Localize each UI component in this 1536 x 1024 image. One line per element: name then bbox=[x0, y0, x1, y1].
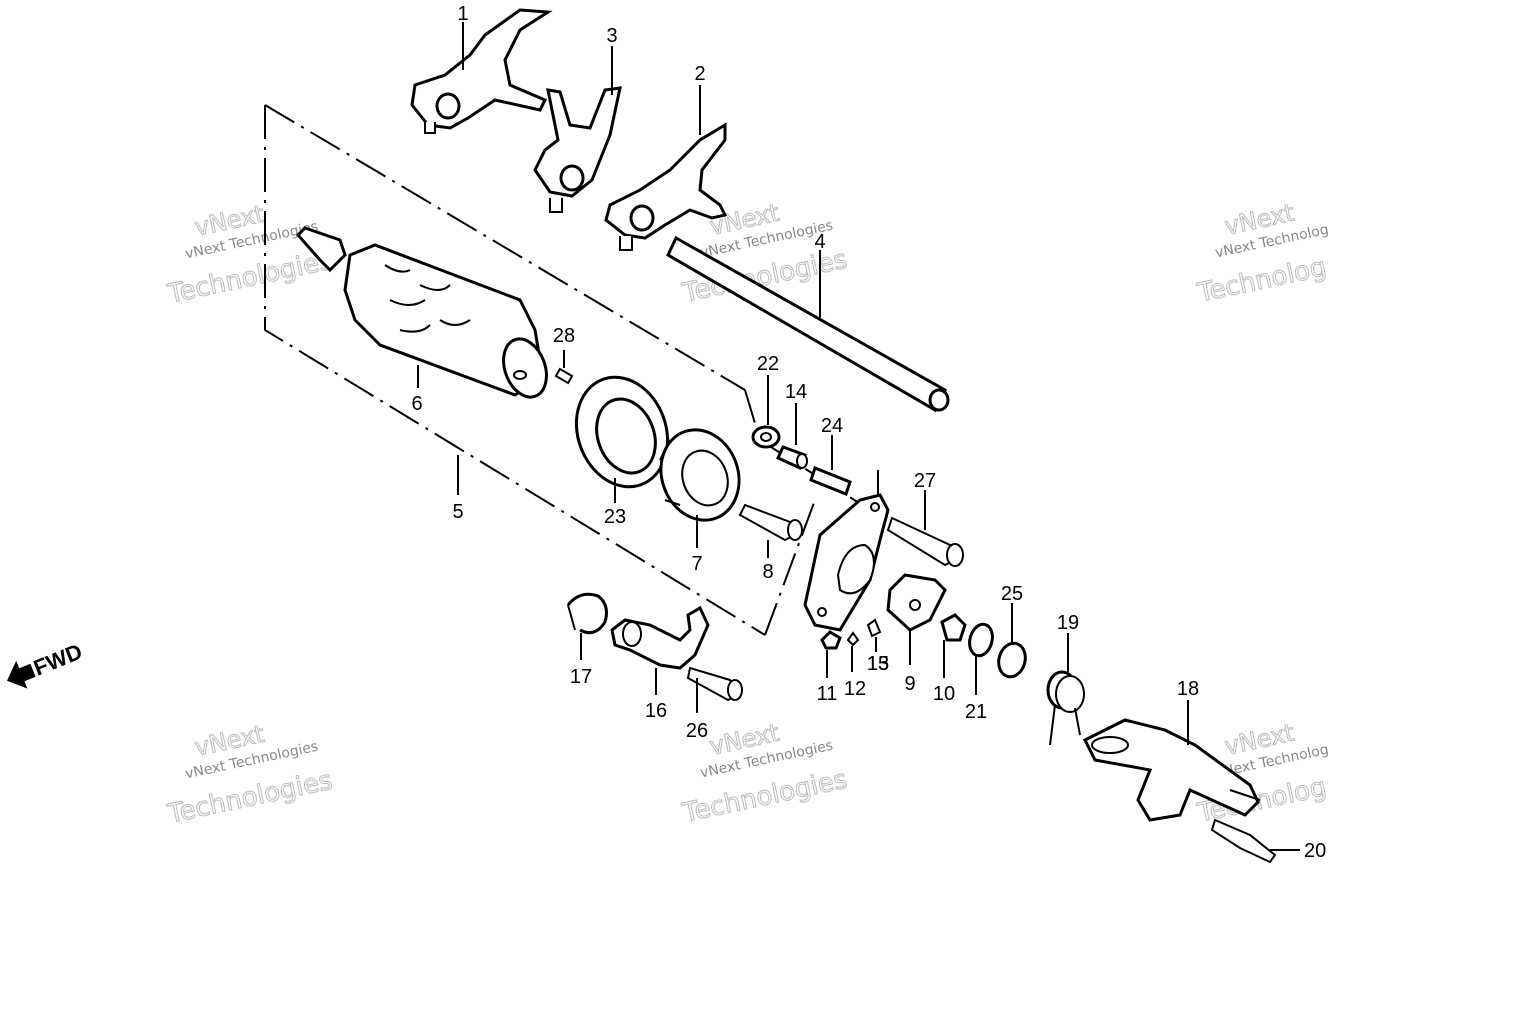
label-26: 26 bbox=[686, 720, 708, 742]
washer-22 bbox=[751, 425, 781, 449]
bolt-27 bbox=[886, 516, 964, 567]
fwd-arrow-icon bbox=[7, 660, 36, 689]
fwd-label: FWD bbox=[30, 639, 86, 681]
label-13: 13 bbox=[867, 653, 889, 675]
nut-10 bbox=[940, 613, 967, 642]
dowel-24 bbox=[809, 466, 852, 496]
label-12: 12 bbox=[844, 678, 866, 700]
bolt-8 bbox=[738, 503, 803, 542]
spring-19 bbox=[1046, 670, 1085, 746]
shift-drum-6 bbox=[295, 226, 548, 399]
screw-15 bbox=[866, 618, 882, 638]
label-15: 15 bbox=[867, 653, 889, 675]
label-11: 11 bbox=[817, 683, 838, 705]
label-9: 9 bbox=[904, 673, 915, 695]
stopper-arm-16 bbox=[610, 605, 710, 670]
bolt-20 bbox=[1210, 818, 1277, 864]
label-8: 8 bbox=[762, 561, 773, 583]
label-16: 16 bbox=[645, 700, 667, 722]
bearing-23 bbox=[574, 375, 670, 489]
label-28: 28 bbox=[553, 325, 575, 347]
part-11 bbox=[820, 630, 842, 650]
label-25: 25 bbox=[1001, 583, 1023, 605]
shift-fork-3 bbox=[533, 86, 622, 213]
label-20: 20 bbox=[1304, 840, 1326, 862]
fwd-indicator: FWD bbox=[7, 639, 86, 689]
label-7: 7 bbox=[691, 553, 702, 575]
shift-spindle-18 bbox=[1082, 718, 1261, 822]
part-labels: 1 2 3 4 5 6 7 8 9 10 11 12 13 14 15 16 1… bbox=[411, 3, 1326, 862]
leader-lines bbox=[417, 22, 1300, 851]
spring-17 bbox=[566, 592, 608, 635]
label-10: 10 bbox=[933, 683, 955, 705]
watermark-top-right: vNext vNext Technolog Technolog bbox=[1194, 198, 1330, 309]
bolt-26 bbox=[686, 666, 743, 702]
watermark-top-left: vNext vNext Technologies Technologies bbox=[164, 199, 336, 310]
shift-fork-1 bbox=[410, 8, 553, 134]
part-12 bbox=[846, 631, 860, 647]
svg-text:Technolog: Technolog bbox=[1194, 252, 1329, 309]
label-17: 17 bbox=[570, 666, 592, 688]
pin-28 bbox=[554, 350, 574, 385]
fork-shaft-4 bbox=[666, 235, 950, 413]
label-18: 18 bbox=[1177, 678, 1199, 700]
watermark-bottom-left: vNext vNext Technologies Technologies bbox=[164, 719, 336, 830]
label-2: 2 bbox=[694, 63, 705, 85]
label-23: 23 bbox=[604, 506, 626, 528]
shift-fork-2 bbox=[604, 122, 728, 251]
guide-plate-13 bbox=[803, 493, 890, 632]
label-4: 4 bbox=[814, 231, 825, 253]
collar-14 bbox=[776, 445, 808, 471]
label-3: 3 bbox=[606, 25, 617, 47]
shift-cam-9 bbox=[886, 573, 947, 632]
label-14: 14 bbox=[785, 381, 807, 403]
label-24: 24 bbox=[821, 415, 843, 437]
label-5: 5 bbox=[452, 501, 463, 523]
label-19: 19 bbox=[1057, 612, 1079, 634]
label-22: 22 bbox=[757, 353, 779, 375]
label-21: 21 bbox=[965, 701, 987, 723]
washer-21 bbox=[968, 622, 994, 658]
circlip-25 bbox=[997, 641, 1027, 679]
label-27: 27 bbox=[914, 470, 936, 492]
label-1: 1 bbox=[457, 3, 468, 25]
drum-center-7 bbox=[659, 428, 741, 522]
label-6: 6 bbox=[411, 393, 422, 415]
